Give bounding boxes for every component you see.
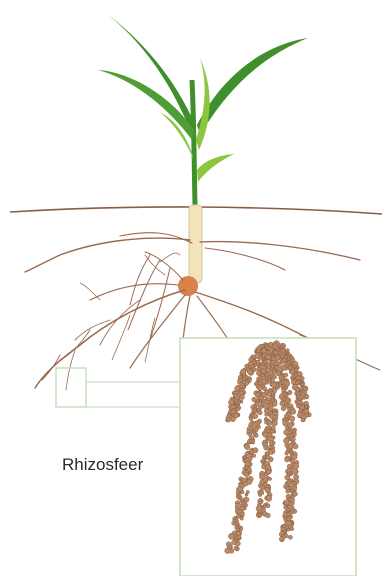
soil-particle: [260, 491, 264, 495]
soil-particle: [290, 460, 294, 464]
soil-particle: [253, 448, 258, 453]
soil-particle: [266, 513, 271, 518]
soil-particle: [264, 403, 270, 409]
soil-particle: [288, 535, 292, 539]
soil-particle: [255, 434, 259, 438]
soil-particle: [297, 395, 300, 398]
soil-particle: [290, 527, 294, 531]
soil-particle: [244, 444, 250, 450]
soil-particle: [266, 455, 270, 459]
soil-particle: [303, 396, 306, 399]
soil-particle: [272, 441, 275, 444]
soil-particle: [276, 347, 279, 350]
soil-particle: [246, 490, 249, 493]
soil-particle: [285, 451, 289, 455]
soil-particle: [258, 411, 262, 415]
soil-particle: [261, 459, 265, 463]
soil-particle: [260, 485, 265, 490]
seed: [178, 276, 198, 296]
soil-particle: [263, 478, 268, 483]
soil-particle: [237, 535, 241, 539]
soil-particle: [286, 489, 290, 493]
soil-particle: [271, 429, 275, 433]
soil-particle: [269, 477, 272, 480]
leaf: [196, 58, 210, 150]
soil-particle: [245, 452, 249, 456]
soil-particle: [265, 487, 270, 492]
soil-particle: [230, 417, 235, 422]
soil-particle: [271, 382, 277, 388]
soil-particle: [228, 533, 234, 539]
soil-particle: [265, 380, 269, 384]
soil-particle: [292, 437, 296, 441]
soil-particle: [266, 504, 270, 508]
soil-particle: [253, 414, 258, 419]
soil-particle: [285, 426, 288, 429]
soil-particle: [285, 458, 290, 463]
soil-particle: [232, 540, 237, 545]
root-tip-marker-box: [56, 368, 86, 407]
zoom-connector-lines: [86, 382, 180, 407]
soil-particle: [289, 416, 295, 422]
soil-particle: [281, 406, 286, 411]
soil-particle: [267, 365, 271, 369]
soil-particle: [290, 498, 295, 503]
soil-particle: [272, 421, 277, 426]
soil-particle: [284, 500, 289, 505]
soil-particle: [266, 495, 272, 501]
soil-particle: [259, 498, 262, 501]
soil-particle: [225, 548, 231, 554]
soil-particle: [280, 537, 284, 541]
soil-particle: [273, 375, 277, 379]
soil-particle: [267, 392, 272, 397]
underground-stem: [189, 205, 202, 283]
rhizosphere-label: Rhizosfeer: [62, 455, 143, 475]
soil-particle: [262, 508, 266, 512]
soil-particle: [291, 409, 296, 414]
soil-particle: [292, 469, 298, 475]
soil-particle: [238, 381, 241, 384]
soil-particle: [283, 438, 289, 444]
soil-particle: [287, 528, 290, 531]
soil-particle: [265, 421, 269, 425]
soil-particle: [251, 441, 254, 444]
soil-particle: [249, 450, 253, 454]
leaf: [197, 154, 234, 182]
soil-particle: [265, 413, 269, 417]
soil-particle: [258, 513, 262, 517]
soil-particle: [247, 369, 252, 374]
soil-particle: [253, 408, 256, 411]
soil-particle: [257, 377, 260, 380]
soil-particle: [301, 383, 304, 386]
leaf: [197, 38, 308, 135]
soil-particle: [301, 418, 305, 422]
soil-particle: [280, 401, 285, 406]
soil-particle: [237, 496, 240, 499]
soil-particle: [263, 432, 268, 437]
soil-particle: [244, 472, 249, 477]
soil-particle: [296, 400, 300, 404]
soil-particle: [295, 381, 298, 384]
soil-particle: [226, 418, 231, 423]
leaf: [108, 15, 193, 130]
soil-particle: [247, 468, 251, 472]
soil-particle: [267, 469, 272, 474]
soil-particle: [240, 395, 245, 400]
plant-shoot: [98, 15, 308, 205]
stem: [192, 80, 195, 205]
soil-particle: [241, 369, 246, 374]
soil-particle: [283, 358, 287, 362]
soil-particle: [264, 409, 269, 414]
soil-particle: [234, 546, 238, 550]
soil-particle: [293, 444, 298, 449]
soil-particle: [235, 503, 241, 509]
soil-particle: [249, 417, 253, 421]
soil-particle: [258, 386, 263, 391]
soil-particle: [294, 463, 299, 468]
soil-particle: [252, 397, 257, 402]
